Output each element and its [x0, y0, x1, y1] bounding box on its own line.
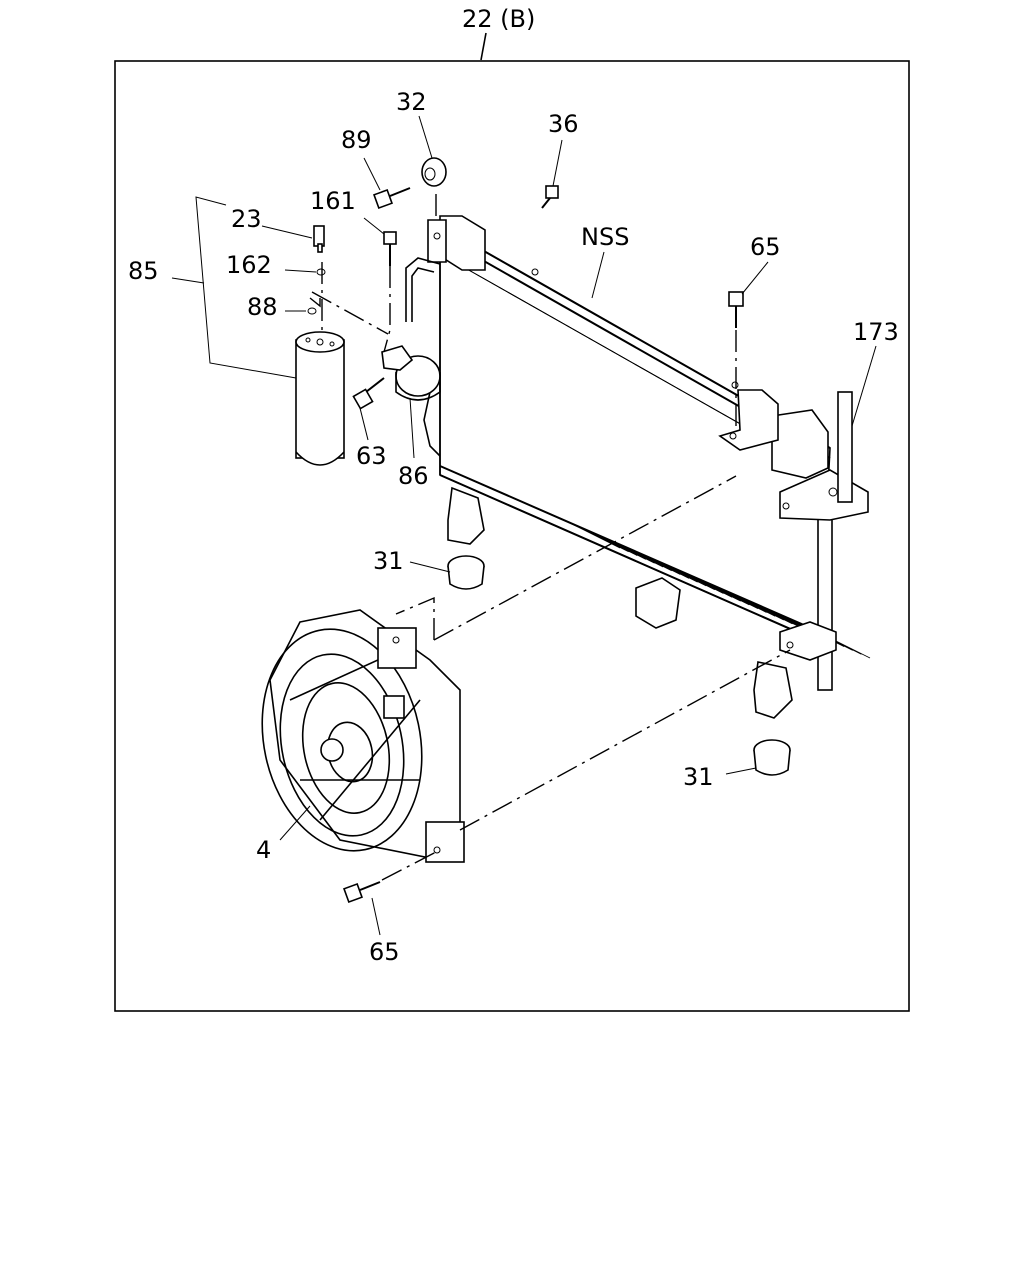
callout-nss: NSS: [581, 223, 629, 251]
condenser-fan-assembly: [261, 609, 465, 863]
receiver-bracket: [381, 345, 441, 401]
condenser-lower-mounts: [447, 486, 793, 719]
rubber-mount-31-upper: [447, 555, 485, 590]
diagram-reference-label: 22 (B): [462, 5, 535, 33]
pressure-switch-23: [313, 225, 325, 253]
callout-88: 88: [247, 293, 278, 321]
bolt-161: [383, 231, 397, 266]
rubber-mount-31-lower: [753, 739, 791, 776]
grommet-32: [421, 157, 447, 187]
callout-63: 63: [356, 442, 387, 470]
callout-32: 32: [396, 88, 427, 116]
diagram-frame: [114, 60, 910, 1012]
leader-lines: [171, 115, 877, 936]
callout-173: 173: [853, 318, 899, 346]
condenser-right-tank: [718, 389, 869, 691]
clip-36: [541, 185, 559, 209]
callout-65-upper: 65: [750, 233, 781, 261]
callout-89: 89: [341, 126, 372, 154]
callout-4: 4: [256, 836, 271, 864]
o-ring-88: [307, 307, 317, 315]
bolt-63: [352, 377, 385, 410]
bolt-65-upper: [728, 291, 744, 328]
bolt-65-lower: [343, 881, 381, 903]
callout-65-lower: 65: [369, 938, 400, 966]
callout-23: 23: [231, 205, 262, 233]
o-ring-162: [316, 268, 326, 276]
callout-36: 36: [548, 110, 579, 138]
bolt-89: [373, 187, 411, 209]
condenser-left-bracket: [427, 215, 486, 271]
callout-85: 85: [128, 257, 159, 285]
callout-161: 161: [310, 187, 356, 215]
callout-31-upper: 31: [373, 547, 404, 575]
receiver-drier: [295, 331, 345, 466]
callout-162: 162: [226, 251, 272, 279]
callout-31-lower: 31: [683, 763, 714, 791]
callout-86: 86: [398, 462, 429, 490]
